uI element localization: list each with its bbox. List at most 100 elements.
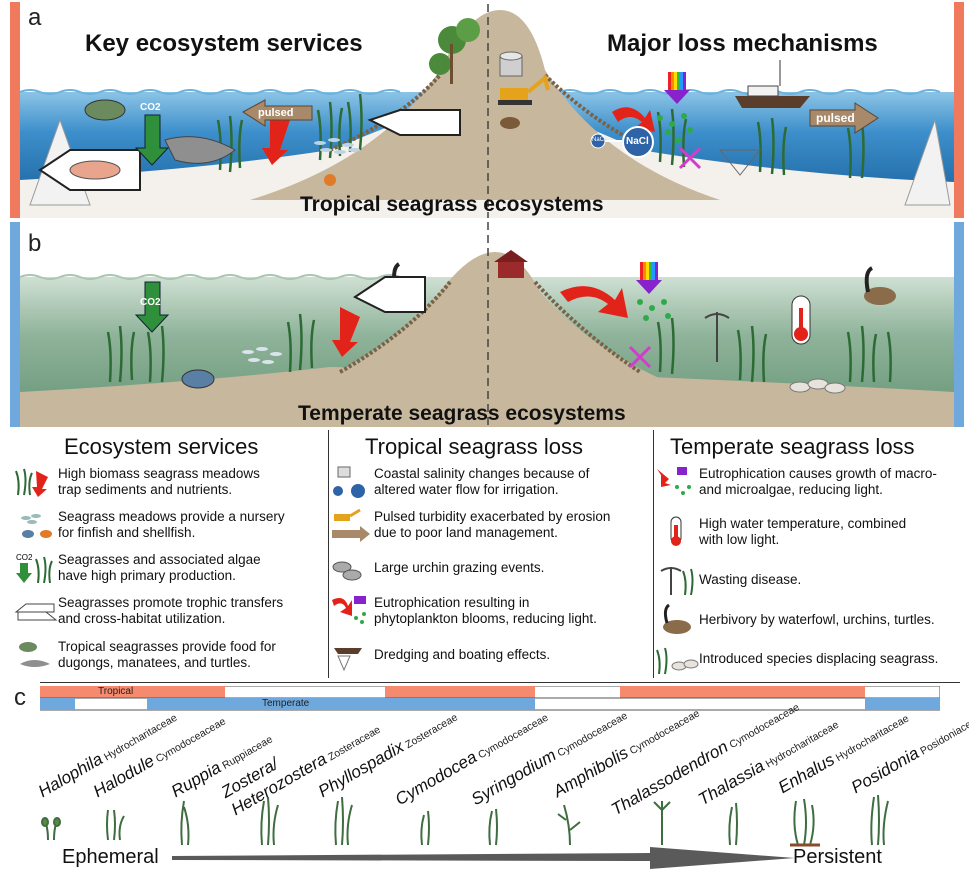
legend-item: Eutrophication resulting in phytoplankto… bbox=[330, 594, 597, 628]
temperate-range-segment bbox=[40, 698, 75, 710]
urchin-cross-icon bbox=[678, 146, 702, 170]
eutrophication-algae-icon bbox=[657, 467, 691, 495]
temperate-left-edge bbox=[10, 222, 20, 427]
turtle-icon bbox=[84, 99, 126, 121]
excavator-pulsed-icon bbox=[332, 508, 370, 542]
ruppia-plant-icon bbox=[180, 800, 190, 846]
legend-text: Large urchin grazing events. bbox=[374, 560, 545, 575]
temperate-ecosystem-title: Temperate seagrass ecosystems bbox=[298, 402, 626, 425]
trophic-arrow-b-icon bbox=[353, 276, 426, 313]
co2-arrow-b-icon bbox=[134, 281, 170, 333]
temperate-right-edge bbox=[954, 222, 964, 427]
temperate-island bbox=[270, 252, 720, 402]
goose-icon bbox=[864, 266, 896, 305]
legend-divider-2 bbox=[653, 430, 654, 678]
co2-seagrass-icon: CO2 bbox=[16, 553, 53, 584]
legend-text: Coastal salinity changes because of alte… bbox=[374, 466, 590, 497]
legend-text: High biomass seagrass meadows trap sedim… bbox=[58, 466, 260, 497]
dugong-icon bbox=[164, 136, 236, 164]
tropical-bar-label: Tropical bbox=[98, 686, 134, 697]
tropical-ecosystem-title: Tropical seagrass ecosystems bbox=[300, 193, 604, 216]
panel-a-illustration bbox=[10, 2, 964, 218]
tropical-range-segment bbox=[385, 686, 535, 698]
thermometer-icon bbox=[791, 295, 811, 345]
axis-label-ephemeral: Ephemeral bbox=[62, 846, 159, 868]
co2-label-a: CO2 bbox=[140, 102, 161, 113]
pulsed-arrow-right-icon bbox=[809, 102, 879, 134]
fish-school-b-icon bbox=[242, 347, 282, 364]
legend-item: Eutrophication causes growth of macro- a… bbox=[655, 465, 937, 499]
boat-dredge-icon bbox=[334, 648, 362, 672]
legend-text: Wasting disease. bbox=[699, 572, 802, 587]
red-arrow-right-icon bbox=[612, 107, 655, 132]
climate-range-bars bbox=[40, 686, 940, 711]
svg-text:CO2: CO2 bbox=[16, 553, 33, 562]
red-arrow-left-icon bbox=[262, 110, 290, 165]
crab-icon bbox=[181, 369, 215, 389]
legend-divider-1 bbox=[328, 430, 329, 678]
enhalus-plant-icon bbox=[790, 798, 820, 847]
legend-text: Tropical seagrasses provide food for dug… bbox=[58, 639, 276, 670]
fish-crab-nursery-icon bbox=[21, 514, 52, 538]
introduced-species-legend-icon bbox=[656, 647, 699, 675]
legend-text: Pulsed turbidity exacerbated by erosion … bbox=[374, 509, 611, 540]
turtle-dugong-icon bbox=[19, 642, 50, 667]
temperate-seagrass bbox=[106, 313, 892, 383]
pulsed-arrow-left-icon bbox=[242, 99, 313, 127]
trophic-transfer-arrows-icon bbox=[14, 603, 58, 621]
tropical-right-edge bbox=[954, 2, 964, 218]
legend-text: High water temperature, combined with lo… bbox=[699, 516, 907, 547]
algae-cross-icon bbox=[628, 345, 652, 369]
thermometer-legend-icon bbox=[670, 516, 682, 546]
nacl-large-icon bbox=[622, 126, 654, 158]
legend-text: Seagrass meadows provide a nursery for f… bbox=[58, 509, 285, 540]
temperate-range-segment bbox=[147, 698, 535, 710]
co2-arrow-icon bbox=[134, 114, 170, 166]
legend-item: Dredging and boating effects. bbox=[330, 638, 550, 672]
legend-heading-temperate-loss: Temperate seagrass loss bbox=[670, 434, 915, 459]
phyllospadix-plant-icon bbox=[334, 796, 353, 846]
legend-item: Tropical seagrasses provide food for dug… bbox=[14, 638, 276, 672]
legend-item: Introduced species displacing seagrass. bbox=[655, 642, 938, 676]
temperate-bar-label: Temperate bbox=[262, 698, 310, 709]
light-rainbow-arrow-b-icon bbox=[636, 262, 662, 294]
trophic-arrow-center-icon bbox=[367, 109, 461, 136]
legend-item: Seagrass meadows provide a nursery for f… bbox=[14, 508, 285, 542]
shrimp-icon bbox=[324, 174, 336, 186]
syringodium-plant-icon bbox=[488, 808, 498, 846]
posidonia-plant-icon bbox=[870, 794, 889, 846]
fish-trap-right-icon bbox=[904, 118, 951, 206]
fish-school-icon bbox=[314, 138, 360, 154]
legend-heading-tropical-loss: Tropical seagrass loss bbox=[365, 434, 584, 459]
temperate-range-segment bbox=[865, 698, 940, 710]
tropical-range-segment bbox=[620, 686, 865, 698]
algae-bloom-icon bbox=[637, 299, 671, 321]
thalassodendron-plant-icon bbox=[653, 801, 671, 846]
thalassia-plant-icon bbox=[728, 802, 738, 846]
legend-item: Large urchin grazing events. bbox=[330, 551, 544, 585]
panel-b-illustration bbox=[10, 222, 964, 427]
red-arrow-b-left-icon bbox=[332, 307, 360, 357]
legend-text: Eutrophication resulting in phytoplankto… bbox=[374, 595, 597, 626]
legend-item: Wasting disease. bbox=[655, 563, 801, 597]
legend-item: Herbivory by waterfowl, urchins, turtles… bbox=[655, 603, 935, 637]
halophila-plant-icon bbox=[41, 817, 61, 841]
dredge-net-icon bbox=[718, 149, 762, 176]
legend-item: Seagrasses promote trophic transfers and… bbox=[14, 594, 283, 628]
introduced-species-icon bbox=[789, 378, 846, 394]
legend-item: High water temperature, combined with lo… bbox=[655, 515, 906, 549]
axis-label-persistent: Persistent bbox=[793, 846, 882, 868]
legend-text: Dredging and boating effects. bbox=[374, 647, 551, 662]
key-services-heading: Key ecosystem services bbox=[85, 30, 363, 57]
nacl-small-label: NaCl bbox=[592, 137, 606, 143]
excavator-icon bbox=[498, 74, 550, 105]
halodule-plant-icon bbox=[106, 809, 125, 841]
light-rainbow-arrow-icon bbox=[664, 72, 690, 104]
seagrass-red-arrow-icon bbox=[15, 468, 48, 497]
boat-icon bbox=[735, 60, 810, 108]
phytoplankton-icon bbox=[657, 113, 693, 143]
tropical-left-edge bbox=[10, 2, 20, 218]
wasting-disease-icon bbox=[704, 312, 730, 362]
salinity-nacl-icon bbox=[333, 466, 365, 498]
cymodocea-plant-icon bbox=[420, 810, 430, 846]
